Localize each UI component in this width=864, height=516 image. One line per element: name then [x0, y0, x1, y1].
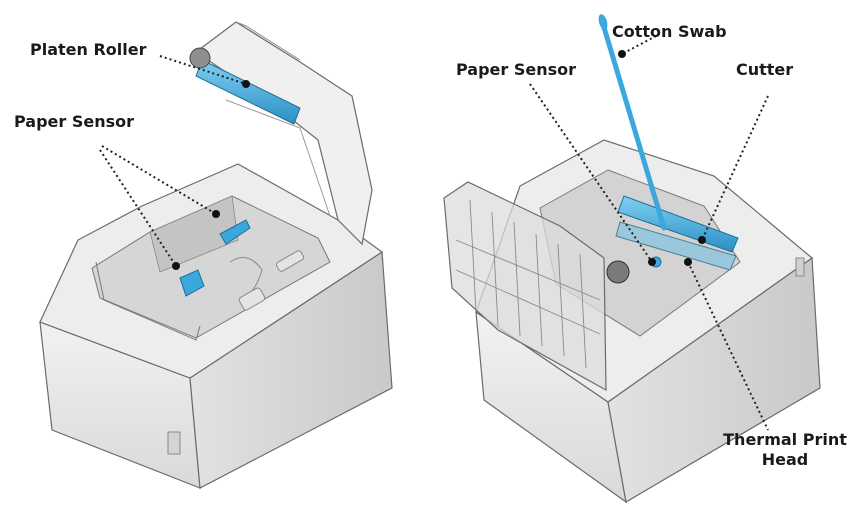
label-thermal-print-head-line1: Thermal Print: [723, 430, 847, 449]
label-platen-roller: Platen Roller: [30, 40, 147, 59]
leader-paper-sensor-right: [529, 83, 653, 263]
label-cutter: Cutter: [736, 60, 794, 79]
thermal-print-head-shape: [615, 221, 737, 271]
label-paper-sensor-right: Paper Sensor: [456, 60, 577, 79]
label-thermal-print-head: Thermal Print Head: [712, 430, 858, 470]
label-cotton-swab: Cotton Swab: [612, 22, 727, 41]
right-printer-lid: [443, 181, 607, 392]
label-paper-sensor-left: Paper Sensor: [14, 112, 135, 131]
left-printer: [39, 21, 393, 489]
label-thermal-print-head-line2: Head: [761, 450, 809, 469]
cotton-swab-shape: [600, 21, 667, 231]
leader-paper-sensor-left-b: [99, 149, 177, 267]
leader-cotton-swab: [621, 35, 657, 55]
leader-paper-sensor-left-a: [101, 145, 217, 215]
left-paper-sensor-upper: [219, 219, 251, 245]
cutter-shape: [617, 195, 739, 253]
leader-thermal-print-head: [687, 261, 769, 431]
right-printer: [443, 14, 821, 504]
leader-platen-roller: [159, 55, 247, 85]
leader-lines: [99, 35, 769, 431]
leader-cutter: [701, 95, 769, 241]
leader-dots: [172, 50, 706, 270]
right-lid-knob: [606, 260, 630, 284]
left-paper-sensor-lower: [179, 269, 205, 297]
